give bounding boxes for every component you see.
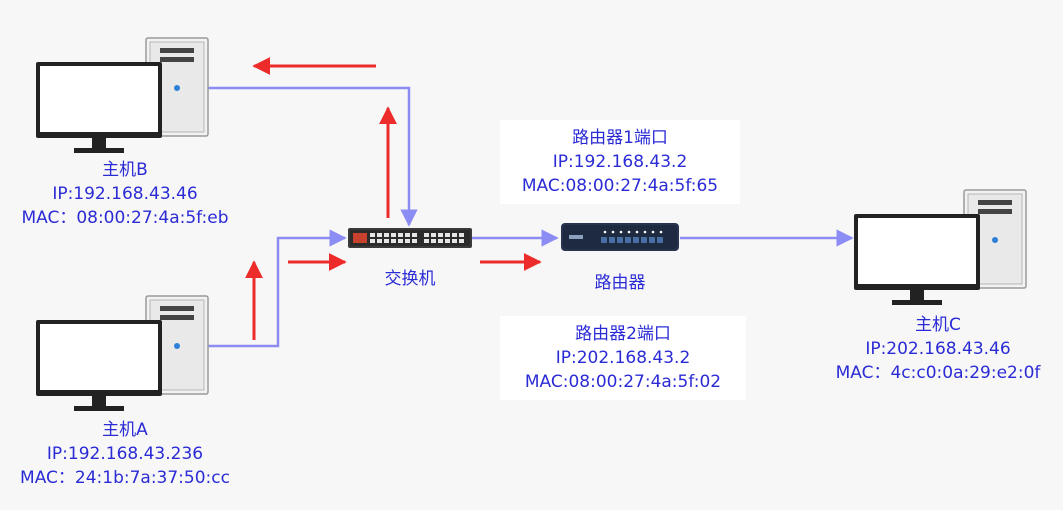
- hostc-computer-icon: [853, 189, 1027, 306]
- router-port2-mac: MAC:08:00:27:4a:5f:02: [524, 372, 722, 392]
- hosta-label: 主机A IP:192.168.43.236 MAC：24:1b:7a:37:50…: [0, 418, 250, 490]
- router-port2-title: 路由器2端口: [575, 324, 671, 344]
- hosta-ip: IP:192.168.43.236: [46, 444, 204, 464]
- hosta-computer-icon: [35, 295, 209, 412]
- hosta-name: 主机A: [102, 420, 148, 440]
- router-label: 路由器: [594, 273, 646, 293]
- hostc-ip: IP:202.168.43.46: [865, 339, 1011, 359]
- router-port1-ip: IP:192.168.43.2: [552, 152, 688, 172]
- hostb-name: 主机B: [102, 160, 148, 180]
- hostc-name: 主机C: [915, 315, 961, 335]
- router-port1-title: 路由器1端口: [572, 128, 668, 148]
- hostb-ip: IP:192.168.43.46: [52, 184, 198, 204]
- hostc-mac: MAC：4c:c0:0a:29:e2:0f: [835, 363, 1041, 383]
- hostb-computer-icon: [35, 37, 209, 154]
- router-icon: [561, 223, 679, 251]
- link-hostb-switch: [207, 86, 418, 227]
- hostb-mac: MAC：08:00:27:4a:5f:eb: [21, 208, 229, 228]
- hostb-label: 主机B IP:192.168.43.46 MAC：08:00:27:4a:5f:…: [0, 158, 250, 230]
- hostc-label: 主机C IP:202.168.43.46 MAC：4c:c0:0a:29:e2:…: [813, 313, 1063, 385]
- router-port1-mac: MAC:08:00:27:4a:5f:65: [521, 176, 719, 196]
- link-hosta-switch: [207, 229, 347, 348]
- switch-label: 交换机: [384, 269, 436, 289]
- switch-icon: [348, 228, 472, 248]
- hosta-mac: MAC：24:1b:7a:37:50:cc: [20, 468, 230, 488]
- router-port2-box: 路由器2端口 IP:202.168.43.2 MAC:08:00:27:4a:5…: [500, 316, 746, 400]
- router-port2-ip: IP:202.168.43.2: [555, 348, 691, 368]
- router-port1-box: 路由器1端口 IP:192.168.43.2 MAC:08:00:27:4a:5…: [500, 120, 740, 204]
